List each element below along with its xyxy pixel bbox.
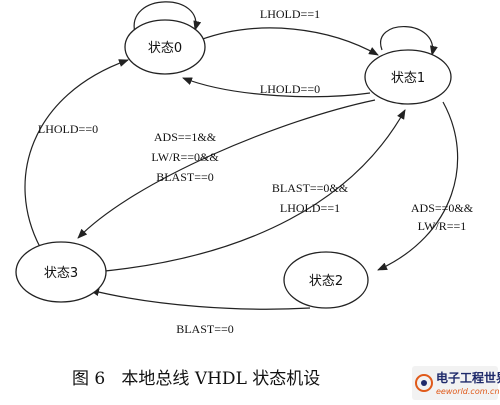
watermark-brand: 电子工程世界	[436, 370, 500, 385]
label-s1-to-s2-line1: ADS==0&&	[411, 201, 474, 215]
watermark-site: eeworld.com.cn	[436, 387, 500, 396]
state-node-1: 状态1	[364, 49, 452, 105]
edge-state2-to-state3	[89, 288, 311, 310]
edge-state3-to-state1	[94, 109, 406, 273]
watermark-logo: 电子工程世界 eeworld.com.cn	[412, 366, 500, 400]
label-s2-to-s3: BLAST==0	[176, 322, 234, 336]
state-label-1: 状态1	[391, 71, 425, 86]
edge-state1-to-state0	[182, 77, 371, 98]
edge-state1-to-state2	[377, 101, 459, 271]
label-s3-to-s1-line2: LHOLD==1	[280, 201, 340, 215]
label-s0-to-s1: LHOLD==1	[260, 7, 320, 21]
edge-state3-to-state0	[24, 59, 129, 248]
label-s1-to-s0: LHOLD==0	[260, 82, 320, 96]
figure-caption: 图 6 本地总线 VHDL 状态机设	[72, 369, 320, 389]
label-s1-to-s3-line2: LW/R==0&&	[151, 150, 219, 164]
state-node-3: 状态3	[15, 241, 107, 303]
edge-state0-to-state1	[199, 27, 379, 56]
label-s1-to-s3-line3: BLAST==0	[156, 170, 214, 184]
edge-state1-to-state3	[77, 99, 376, 239]
state-node-2: 状态2	[283, 251, 369, 309]
label-s3-to-s0: LHOLD==0	[38, 122, 98, 136]
state-label-2: 状态2	[309, 274, 343, 289]
state-label-0: 状态0	[148, 41, 182, 56]
state-node-0: 状态0	[124, 19, 206, 75]
self-loop-state0	[133, 1, 202, 34]
state-label-3: 状态3	[44, 266, 78, 281]
label-s1-to-s2-line2: LW/R==1	[418, 219, 467, 233]
self-loop-state1	[380, 26, 438, 56]
label-s3-to-s1-line1: BLAST==0&&	[272, 181, 349, 195]
label-s1-to-s3-line1: ADS==1&&	[154, 130, 217, 144]
